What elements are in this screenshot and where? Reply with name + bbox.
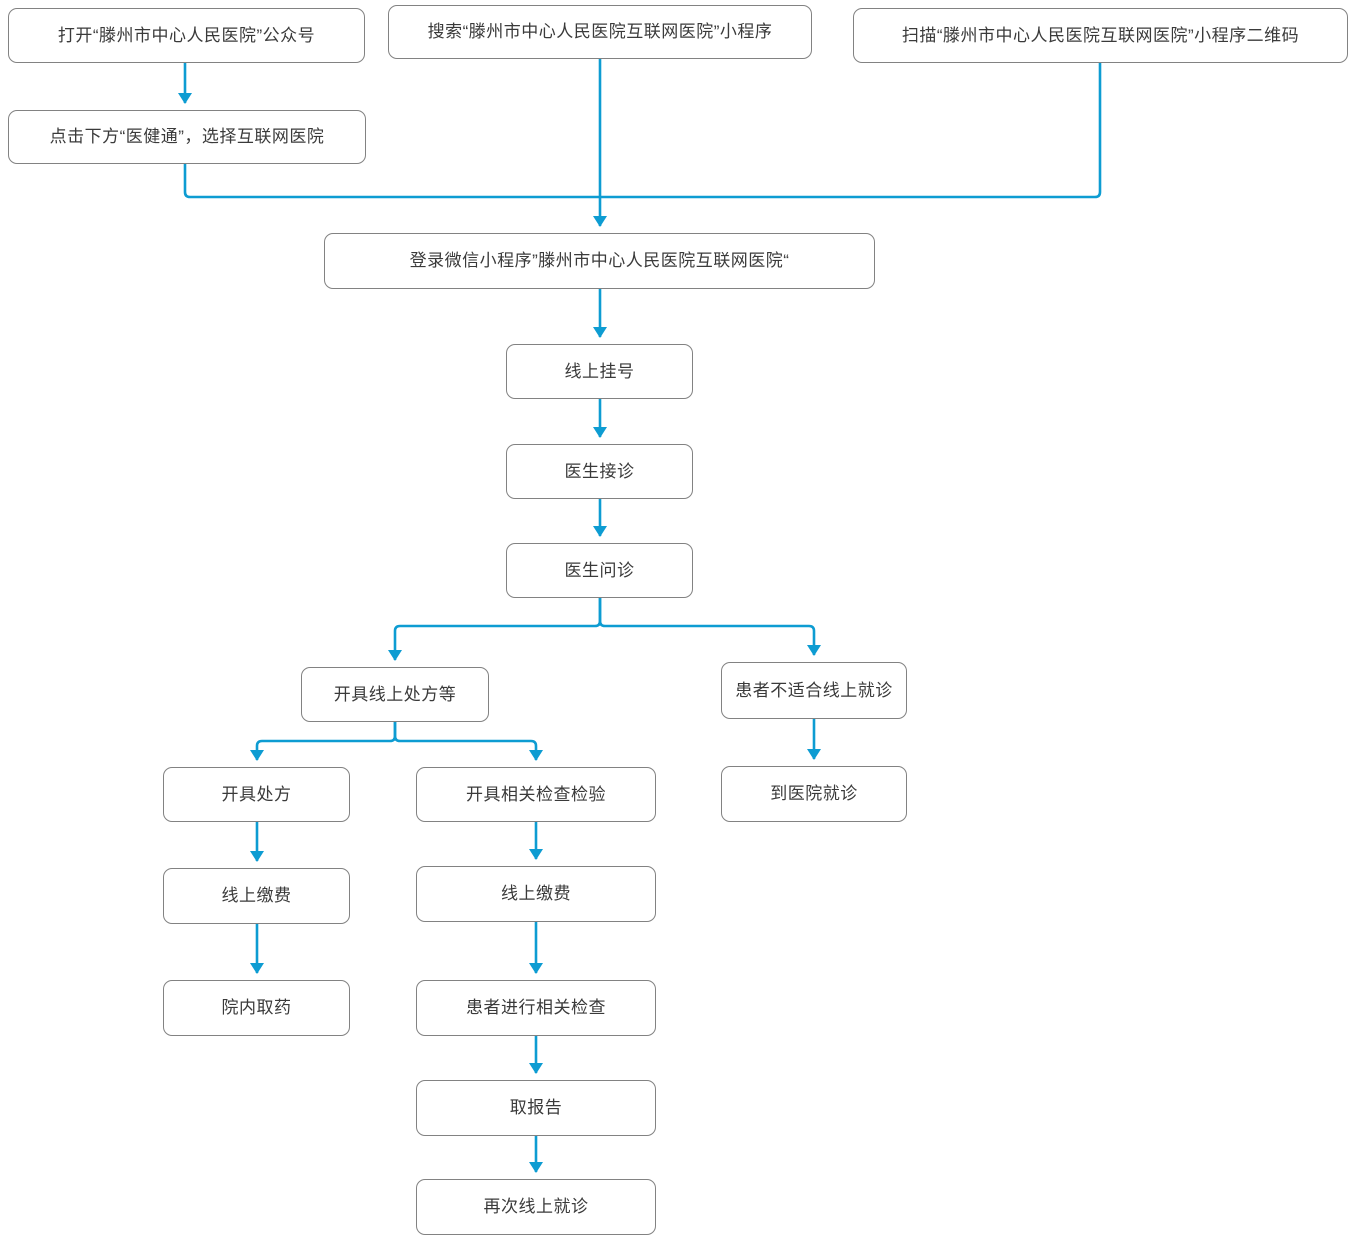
node-scan-qrcode: 扫描“滕州市中心人民医院互联网医院”小程序二维码	[853, 8, 1348, 63]
node-issue-prescription: 开具处方	[163, 767, 350, 822]
node-patient-not-suitable: 患者不适合线上就诊	[721, 662, 907, 719]
node-login-miniprogram: 登录微信小程序”滕州市中心人民医院互联网医院“	[324, 233, 875, 289]
node-search-miniprogram: 搜索“滕州市中心人民医院互联网医院”小程序	[388, 5, 812, 59]
node-pickup-medicine-in-hospital: 院内取药	[163, 980, 350, 1036]
connector-online-prescription-to-prescription	[250, 722, 397, 761]
node-doctor-consultation: 医生问诊	[506, 543, 693, 598]
node-open-official-account: 打开“滕州市中心人民医院”公众号	[8, 8, 365, 63]
node-issue-related-tests: 开具相关检查检验	[416, 767, 656, 822]
node-patient-take-tests: 患者进行相关检查	[416, 980, 656, 1036]
node-online-payment-tests: 线上缴费	[416, 866, 656, 922]
connector-online-prescription-to-tests	[393, 722, 543, 761]
node-visit-hospital: 到医院就诊	[721, 766, 907, 822]
connector-scan-to-merge	[600, 63, 1102, 199]
node-online-payment-rx: 线上缴费	[163, 868, 350, 924]
node-click-yijiantong: 点击下方“医健通”，选择互联网医院	[8, 110, 366, 164]
node-online-registration: 线上挂号	[506, 344, 693, 399]
node-revisit-online: 再次线上就诊	[416, 1179, 656, 1235]
connector-consultation-to-not-suitable	[598, 598, 821, 656]
connector-consultation-to-online-prescription	[388, 598, 602, 661]
node-doctor-reception: 医生接诊	[506, 444, 693, 499]
node-issue-online-prescription: 开具线上处方等	[301, 667, 489, 722]
connector-click-to-merge	[183, 164, 600, 199]
node-get-report: 取报告	[416, 1080, 656, 1136]
